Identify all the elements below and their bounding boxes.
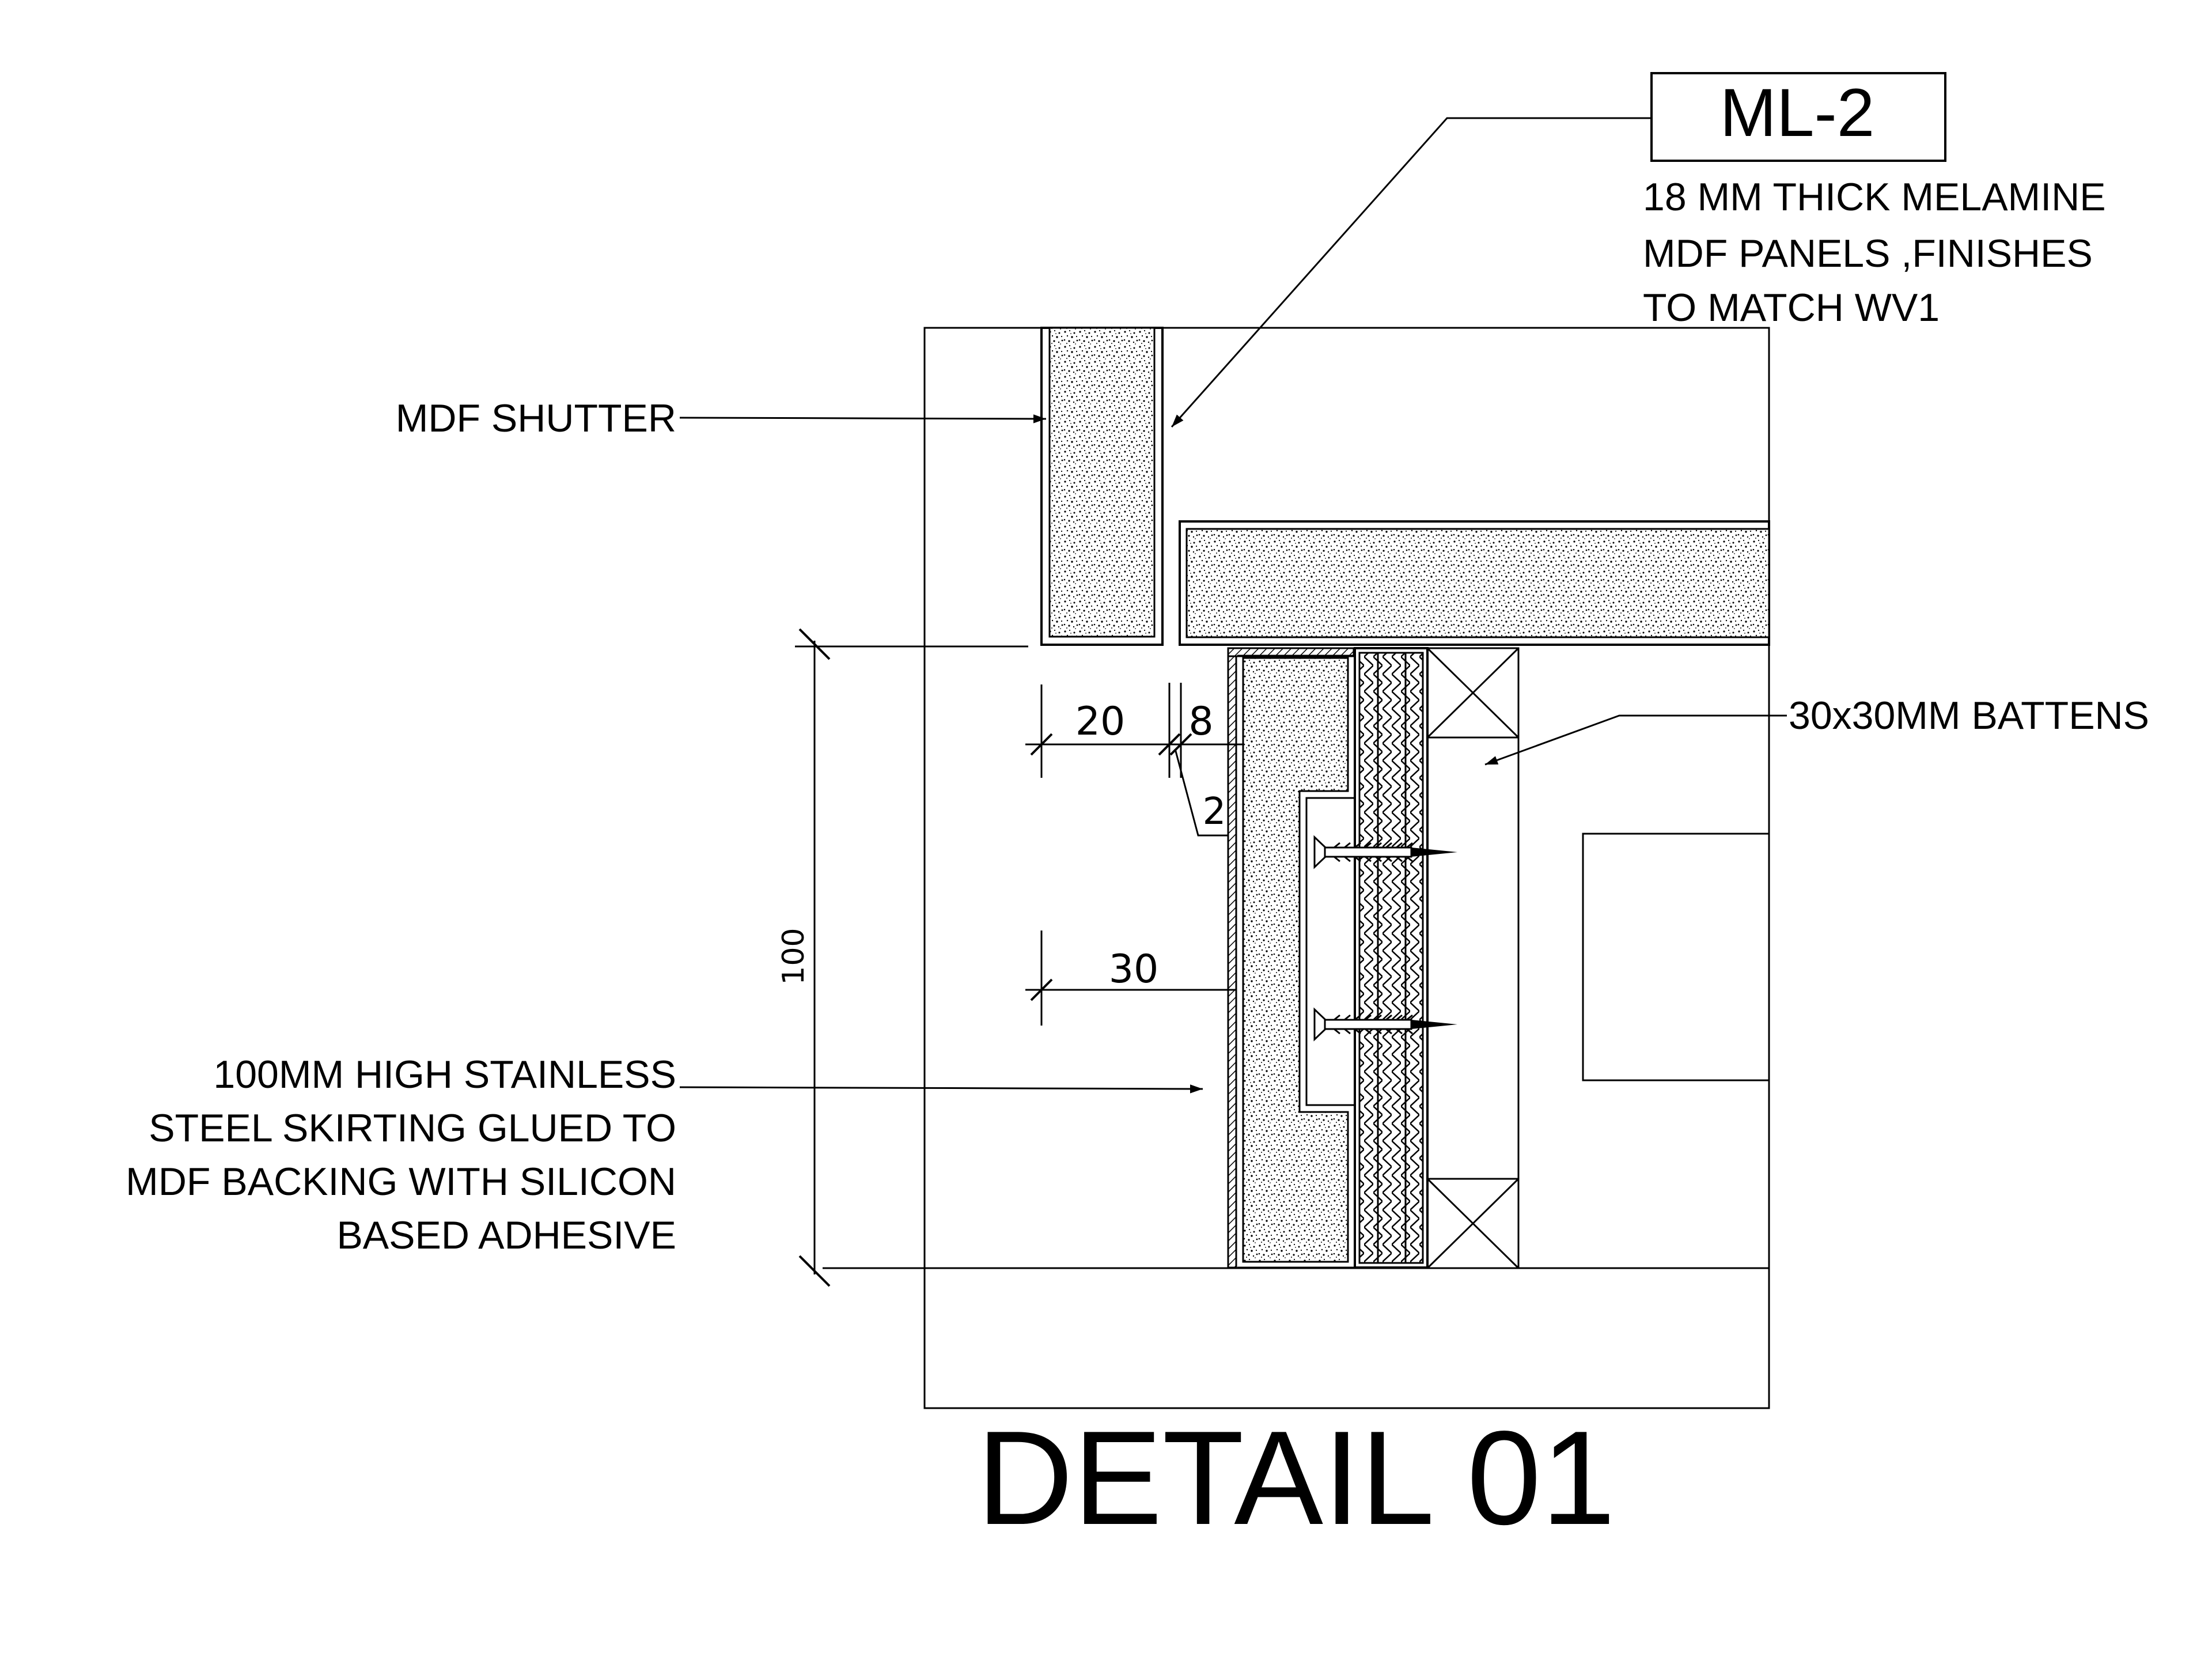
ml2-note-line-3: TO MATCH WV1 <box>1643 286 1940 330</box>
skirting-leader <box>679 1084 1203 1094</box>
depth-dimension <box>1025 930 1236 1026</box>
mdf-backing <box>1242 657 1349 1263</box>
batten-top <box>1426 647 1520 739</box>
wall-block <box>1582 833 1770 1081</box>
batten-bottom <box>1426 1178 1520 1269</box>
skirting-label-line-2: STEEL SKIRTING GLUED TO <box>149 1106 676 1150</box>
mdf-shutter-core <box>1048 327 1156 638</box>
gap-dimension <box>1025 683 1244 778</box>
ml2-tag-box <box>1650 72 1946 162</box>
screw-upper <box>1313 835 1457 869</box>
screw-lower <box>1313 1007 1457 1042</box>
steel-skirting-vertical <box>1227 647 1237 1269</box>
plywood-layer-core <box>1358 652 1424 1264</box>
battens-leader <box>1484 714 1787 766</box>
ml2-note-line-2: MDF PANELS ,FINISHES <box>1643 232 2093 275</box>
ml2-tag-label: ML-2 <box>1720 75 1875 151</box>
battens-label: 30x30MM BATTENS <box>1789 694 2149 737</box>
depth-dimension-text: 30 <box>1109 947 1159 992</box>
ml2-leader <box>1171 117 1652 428</box>
steel-thickness-text: 2 <box>1203 790 1226 833</box>
skirting-label-line-1: 100MM HIGH STAINLESS <box>213 1053 676 1096</box>
skirting-label-line-3: MDF BACKING WITH SILICON <box>126 1160 676 1204</box>
steel-thickness-leader <box>1174 748 1228 837</box>
height-dimension-text: 100 <box>777 928 811 985</box>
skirting-depth-dimension-text: 8 <box>1188 699 1213 744</box>
melamine-panel-core <box>1185 528 1770 638</box>
detail-title: DETAIL 01 <box>977 1404 1616 1553</box>
mdf-shutter-label: MDF SHUTTER <box>396 396 676 440</box>
height-dimension <box>798 628 831 1287</box>
ml2-note-line-1: 18 MM THICK MELAMINE <box>1643 175 2106 219</box>
batten-column <box>1426 647 1520 1269</box>
gap-dimension-text: 20 <box>1075 699 1126 744</box>
mdf-shutter-leader <box>679 414 1047 423</box>
skirting-label-line-4: BASED ADHESIVE <box>336 1213 676 1257</box>
